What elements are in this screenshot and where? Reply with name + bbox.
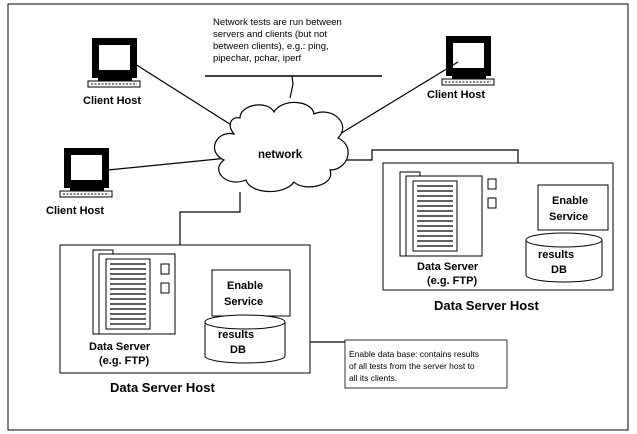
data-server-label: Data Server — [89, 341, 151, 353]
server-tower-icon — [92, 249, 176, 335]
cloud-shape — [213, 101, 349, 193]
link-server-right — [338, 149, 519, 180]
note-top-line-3: between clients), e.g.: ping, — [213, 41, 329, 52]
enable-service-box — [211, 269, 291, 317]
client-host-label: Client Host — [83, 95, 141, 107]
monitor-icon — [64, 148, 109, 188]
monitor-stand — [98, 78, 132, 81]
monitor-icon — [446, 36, 491, 76]
data-server-label: Data Server — [417, 261, 479, 273]
network-label: network — [258, 149, 303, 161]
client-host-1: Client Host — [83, 38, 141, 107]
data-server-host-left: Data Server (e.g. FTP) Enable Service re… — [59, 244, 311, 395]
data-server-sublabel: (e.g. FTP) — [427, 275, 477, 287]
enable-service-label: Enable — [552, 195, 588, 207]
monitor-icon — [92, 38, 137, 78]
note-top-line-1: Network tests are run between — [213, 17, 342, 28]
note-top-line-4: pipechar, pchar, iperf — [213, 53, 302, 64]
link-client-3 — [107, 157, 229, 171]
monitor-stand — [70, 188, 104, 191]
results-db-label: results — [218, 329, 254, 341]
note-bottom-line-1: Enable data base: contains results — [349, 349, 479, 359]
network-cloud: network — [213, 101, 349, 193]
note-bottom-line-2: of all tests from the server host to — [349, 361, 475, 371]
diagram-frame — [7, 3, 629, 431]
data-server-host-label: Data Server Host — [434, 298, 539, 313]
client-host-label: Client Host — [46, 205, 104, 217]
results-db-cylinder — [204, 314, 286, 364]
note-top-line-2: servers and clients (but not — [213, 29, 327, 40]
results-db-sublabel: DB — [230, 344, 246, 356]
results-db-cylinder — [525, 232, 603, 283]
note-bottom-box — [344, 339, 508, 389]
note-top: Network tests are run between servers an… — [213, 17, 342, 64]
note-bottom: Enable data base: contains results of al… — [344, 339, 508, 389]
results-db-label: results — [538, 249, 574, 261]
enable-service-label: Enable — [227, 280, 263, 292]
client-host-label: Client Host — [427, 89, 485, 101]
results-db-sublabel: DB — [551, 264, 567, 276]
note-bottom-line-3: all its clients. — [349, 373, 397, 383]
enable-service-box — [537, 184, 609, 231]
server-tower-icon — [399, 171, 497, 257]
link-client-2 — [329, 61, 459, 141]
data-server-sublabel: (e.g. FTP) — [99, 355, 149, 367]
client-host-2: Client Host — [427, 36, 495, 101]
data-server-host-right: Data Server (e.g. FTP) Enable Service re… — [382, 162, 614, 313]
monitor-stand — [452, 76, 486, 79]
data-server-host-label: Data Server Host — [110, 380, 215, 395]
client-host-3: Client Host — [46, 148, 113, 217]
note-pointer — [289, 75, 294, 99]
enable-service-sublabel: Service — [549, 211, 588, 223]
enable-service-sublabel: Service — [224, 296, 263, 308]
link-server-left — [179, 192, 241, 250]
